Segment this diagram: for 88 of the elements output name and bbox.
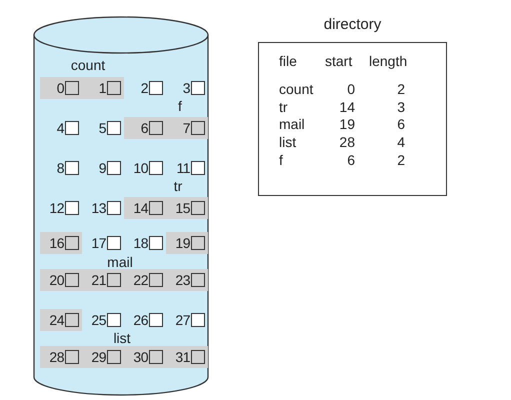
- table-cell: 6: [397, 116, 405, 132]
- block-number: 1: [98, 80, 106, 96]
- disk-block: [107, 350, 121, 364]
- disk-block: [65, 81, 79, 95]
- disk-block: [65, 161, 79, 175]
- disk-block: [65, 121, 79, 135]
- disk-block: [65, 201, 79, 215]
- block-number: 29: [91, 349, 106, 365]
- block-number: 22: [133, 272, 148, 288]
- block-number: 6: [140, 120, 148, 136]
- block-number: 24: [49, 312, 64, 328]
- table-cell: mail: [279, 116, 305, 132]
- block-number: 23: [175, 272, 190, 288]
- column-header: length: [369, 53, 408, 69]
- file-name: f: [178, 98, 182, 114]
- file-name: tr: [174, 178, 182, 194]
- file-name: count: [70, 57, 106, 73]
- table-cell: 0: [347, 81, 355, 97]
- table-cell: 2: [397, 152, 405, 168]
- disk-block: [107, 121, 121, 135]
- block-number: 19: [175, 235, 190, 251]
- disk-block: [191, 161, 205, 175]
- table-cell: list: [279, 134, 296, 150]
- file-name: list: [113, 330, 131, 346]
- disk-block: [107, 236, 121, 250]
- disk-block: [107, 201, 121, 215]
- block-number: 27: [175, 312, 190, 328]
- block-number: 15: [175, 200, 190, 216]
- disk-block: [191, 350, 205, 364]
- block-number: 0: [56, 80, 64, 96]
- block-number: 18: [133, 235, 148, 251]
- disk-block: [149, 236, 163, 250]
- disk-block: [191, 81, 205, 95]
- block-number: 3: [182, 80, 190, 96]
- disk-block: [149, 313, 163, 327]
- disk-block: [65, 313, 79, 327]
- disk-block: [149, 273, 163, 287]
- disk-block: [191, 273, 205, 287]
- disk-block: [149, 201, 163, 215]
- block-number: 30: [133, 349, 148, 365]
- block-number: 7: [182, 120, 190, 136]
- block-number: 26: [133, 312, 148, 328]
- table-cell: 19: [339, 116, 355, 132]
- block-number: 5: [98, 120, 106, 136]
- table-cell: f: [279, 152, 283, 168]
- block-number: 16: [49, 235, 64, 251]
- table-cell: 6: [347, 152, 355, 168]
- disk-block: [107, 81, 121, 95]
- column-header: start: [325, 53, 352, 69]
- table-cell: 3: [397, 98, 405, 115]
- block-number: 12: [49, 200, 64, 216]
- block-number: 9: [98, 160, 106, 176]
- disk-block: [65, 273, 79, 287]
- block-number: 21: [91, 272, 106, 288]
- disk-block: [149, 121, 163, 135]
- disk-block: [191, 201, 205, 215]
- block-number: 13: [91, 200, 106, 216]
- disk-block: [107, 273, 121, 287]
- table-cell: 28: [339, 134, 355, 150]
- disk-block: [107, 313, 121, 327]
- table-cell: tr: [279, 98, 288, 115]
- file-name: mail: [107, 254, 133, 270]
- disk-block: [149, 350, 163, 364]
- block-number: 14: [133, 200, 148, 216]
- column-header: file: [279, 53, 297, 69]
- block-number: 17: [91, 235, 106, 251]
- block-number: 4: [56, 120, 64, 136]
- disk-block: [149, 161, 163, 175]
- table-cell: 2: [397, 81, 405, 97]
- disk-block: [65, 350, 79, 364]
- disk-block: [191, 313, 205, 327]
- disk-block: [107, 161, 121, 175]
- disk-block: [65, 236, 79, 250]
- block-number: 2: [140, 80, 148, 96]
- block-number: 10: [133, 160, 148, 176]
- block-number: 20: [49, 272, 64, 288]
- table-cell: 14: [339, 98, 355, 115]
- disk-block: [149, 81, 163, 95]
- block-number: 31: [175, 349, 190, 365]
- disk-block: [191, 121, 205, 135]
- table-cell: 4: [397, 134, 405, 150]
- disk-block: [191, 236, 205, 250]
- table-title: directory: [324, 16, 382, 33]
- table-cell: count: [279, 81, 314, 97]
- block-number: 8: [56, 160, 64, 176]
- block-number: 11: [176, 160, 190, 176]
- block-number: 25: [91, 312, 106, 328]
- block-number: 28: [49, 349, 64, 365]
